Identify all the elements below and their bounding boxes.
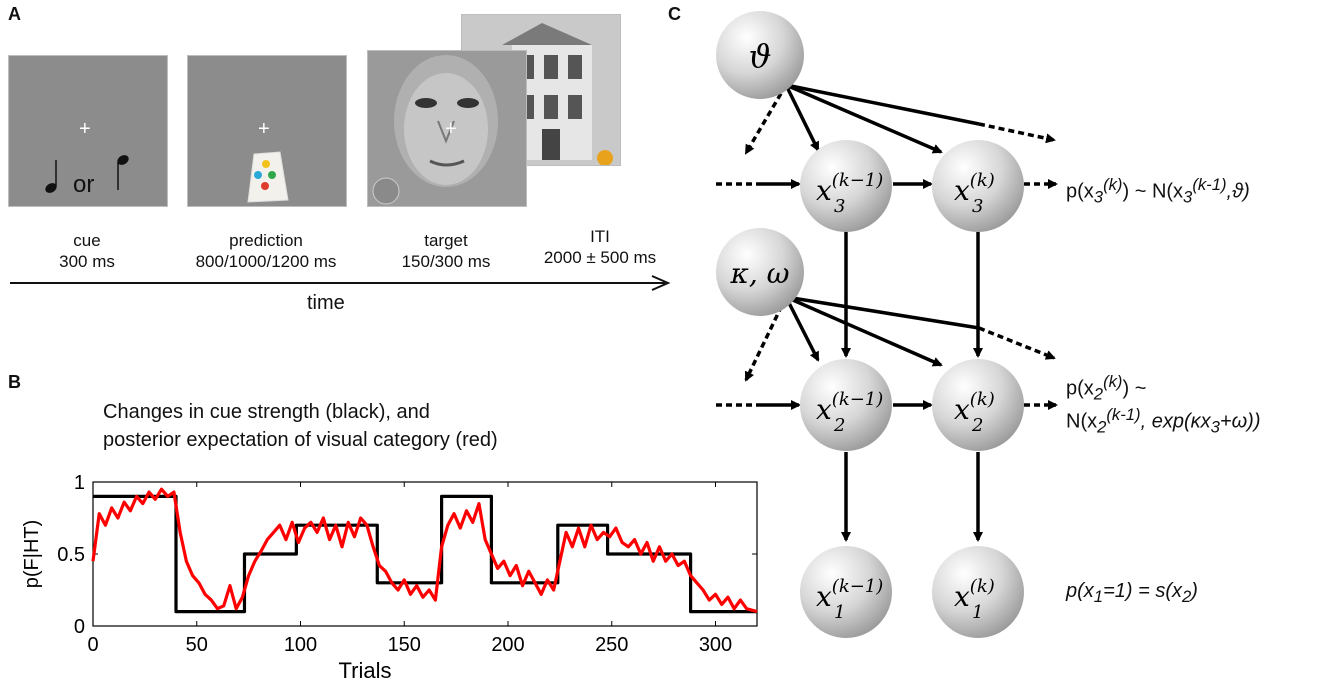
cue-strength-line [93, 494, 757, 614]
node-x3-prev: x(k−1)3 [800, 140, 892, 232]
prediction-label: prediction 800/1000/1200 ms [166, 230, 366, 272]
iti-name: ITI [590, 227, 610, 246]
x-tick-label: 0 [87, 634, 98, 656]
prediction-name: prediction [229, 231, 303, 250]
panel-label-c: C [668, 4, 681, 24]
y-tick-label: 0 [74, 616, 85, 638]
chart-title-line1: Changes in cue strength (black), and [103, 401, 430, 423]
x-tick-label: 250 [595, 634, 628, 656]
svg-text:x(k)1: x(k)1 [954, 576, 995, 623]
y-tick-label: 1 [74, 472, 85, 494]
target-name: target [424, 231, 468, 250]
fixation-cross: + [79, 118, 91, 140]
chart-title-line2: posterior expectation of visual category… [103, 429, 498, 451]
panel-label-b: B [8, 372, 21, 392]
node-x2-prev: x(k−1)2 [800, 359, 892, 451]
cue-duration: 300 ms [59, 252, 115, 271]
panel-label-a: A [8, 4, 21, 24]
chart-title: Changes in cue strength (black), and pos… [103, 398, 498, 454]
x-tick-label: 100 [284, 634, 317, 656]
svg-text:+: + [445, 118, 457, 140]
cue-name: cue [73, 231, 101, 250]
node-kappa-omega-label: κ, ω [730, 257, 790, 290]
node-kappa-omega: κ, ω [716, 228, 804, 316]
target-screen: + [367, 50, 527, 207]
svg-text:x(k−1)1: x(k−1)1 [816, 576, 883, 623]
svg-text:x(k−1)2: x(k−1)2 [816, 389, 883, 436]
posterior-expectation-line [91, 487, 758, 614]
hgf-diagram: ϑ x(k−1)3 x(k)3 κ, ω x(k−1)2 x(k)2 x(k−1… [716, 11, 1058, 638]
iti-duration: 2000 ± 500 ms [543, 248, 657, 267]
x-tick-label: 300 [699, 634, 732, 656]
x-axis-label: Trials [339, 658, 392, 683]
cue-label: cue 300 ms [0, 230, 187, 272]
x-tick-label: 50 [186, 634, 208, 656]
equation-level2-line1: p(x2(k)) ~ [1066, 372, 1147, 404]
cue-screen: + or [8, 55, 168, 207]
iti-label: ITI 2000 ± 500 ms [500, 226, 700, 268]
node-theta: ϑ [716, 11, 804, 99]
target-label: target 150/300 ms [346, 230, 546, 272]
music-note-icon [45, 155, 129, 193]
target-duration: 150/300 ms [401, 252, 491, 271]
node-x3-cur: x(k)3 [932, 140, 1024, 232]
svg-text:x(k)3: x(k)3 [954, 170, 995, 217]
x-tick-label: 200 [491, 634, 524, 656]
level2-arrows [716, 400, 1058, 542]
y-tick-label: 0.5 [57, 544, 85, 566]
level3-arrows [716, 179, 1058, 358]
equation-level3: p(x3(k)) ~ N(x3(k-1),ϑ) [1066, 175, 1250, 207]
x-tick-label: 150 [388, 634, 421, 656]
node-x1-prev: x(k−1)1 [800, 546, 892, 638]
y-axis-label: p(F|HT) [21, 520, 43, 589]
prediction-duration: 800/1000/1200 ms [195, 252, 337, 271]
fixation-cross: + [258, 118, 270, 140]
node-x2-cur: x(k)2 [932, 359, 1024, 451]
equation-level2-line2: N(x2(k-1), exp(κx3+ω)) [1066, 405, 1261, 437]
node-x1-cur: x(k)1 [932, 546, 1024, 638]
prediction-screen: + [187, 55, 347, 207]
time-arrow [10, 275, 671, 291]
face-image: + [372, 55, 498, 205]
theta-arrows [744, 83, 1056, 155]
equation-level1: p(x1=1) = s(x2) [1066, 580, 1198, 606]
svg-text:x(k)2: x(k)2 [954, 389, 995, 436]
or-text: or [73, 171, 95, 198]
svg-text:x(k−1)3: x(k−1)3 [816, 170, 883, 217]
time-label: time [307, 292, 345, 314]
node-theta-label: ϑ [749, 37, 772, 75]
color-card-icon [247, 151, 289, 203]
kappa-omega-arrows [744, 295, 1056, 382]
